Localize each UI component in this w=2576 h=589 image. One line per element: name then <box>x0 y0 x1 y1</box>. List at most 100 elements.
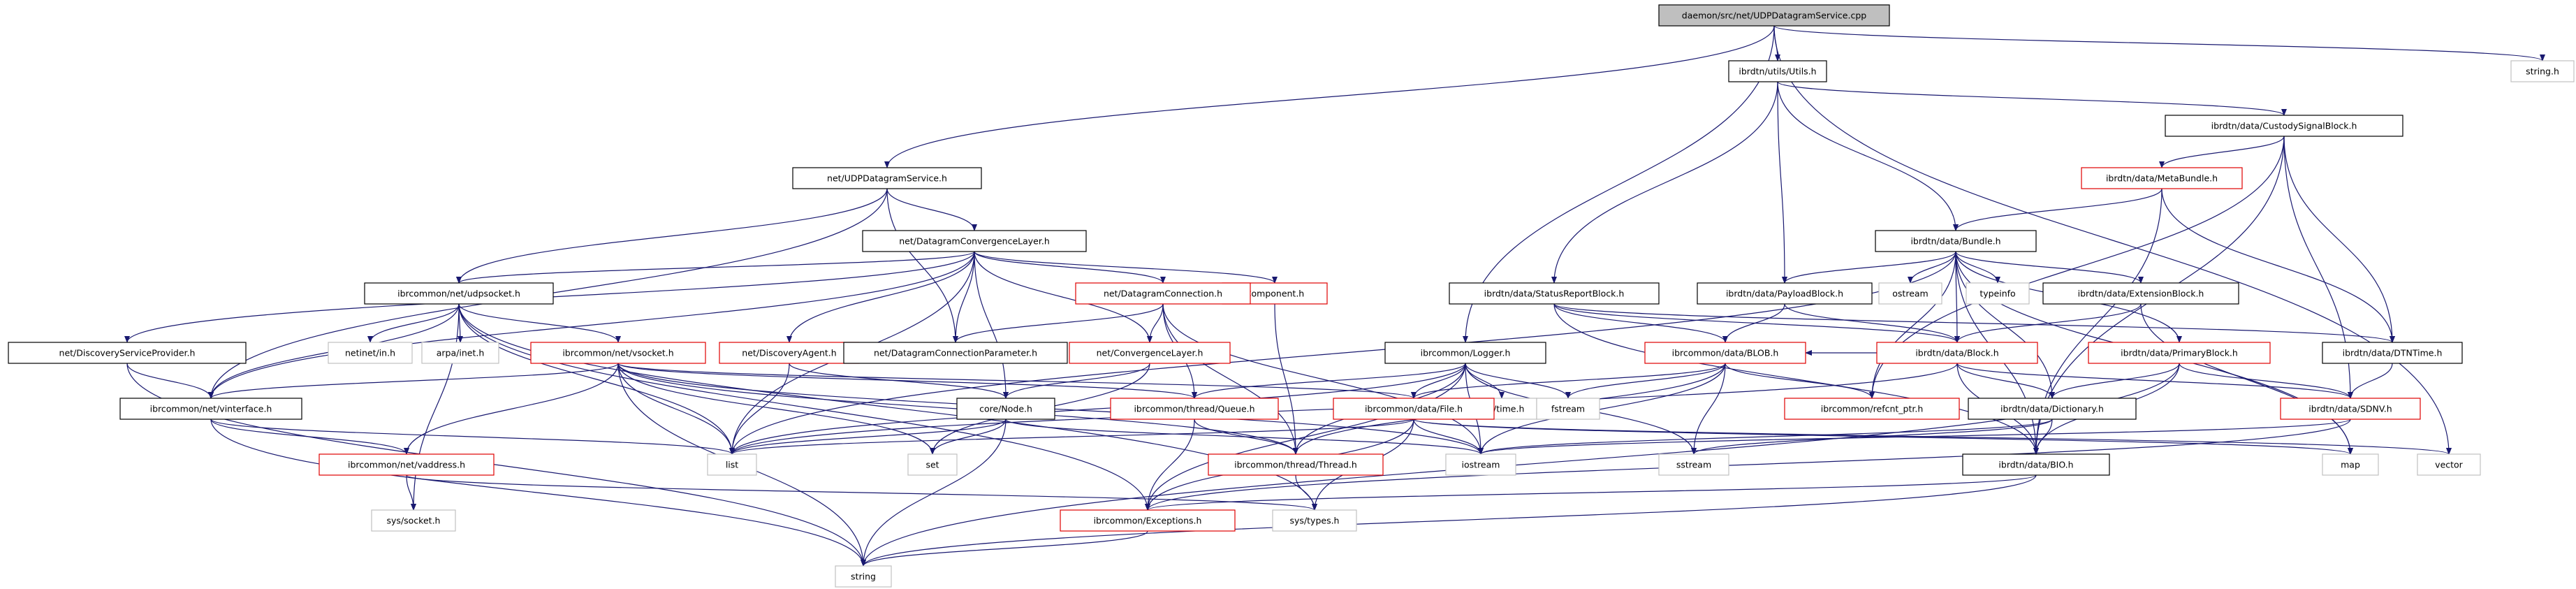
graph-node-udpsocket[interactable]: ibrcommon/net/udpsocket.h <box>364 282 554 305</box>
graph-node-discprov[interactable]: net/DiscoveryServiceProvider.h <box>8 342 247 364</box>
include-edge-statusreport-to-blob <box>1553 303 1728 343</box>
include-edge-extblock-to-block <box>1954 303 2142 343</box>
include-edge-logger-to-list <box>729 363 1466 455</box>
graph-node-convlayer[interactable]: net/ConvergenceLayer.h <box>1069 342 1231 364</box>
graph-node-sdnv[interactable]: ibrdtn/data/SDNV.h <box>2280 398 2421 420</box>
graph-node-discagent[interactable]: net/DiscoveryAgent.h <box>719 342 860 364</box>
node-box <box>2510 60 2575 82</box>
graph-node-bio[interactable]: ibrdtn/data/BIO.h <box>1962 453 2110 476</box>
node-label: ibrdtn/data/StatusReportBlock.h <box>1484 289 1625 299</box>
include-edge-file-to-map <box>1413 419 2353 455</box>
node-label: string <box>851 572 876 582</box>
node-box <box>364 282 554 305</box>
graph-node-dgcl[interactable]: net/DatagramConvergenceLayer.h <box>862 230 1087 252</box>
node-label: ibrdtn/data/PrimaryBlock.h <box>2121 348 2238 358</box>
include-edge-dictionary-to-bio <box>2033 419 2053 455</box>
node-box <box>2165 115 2403 137</box>
node-box <box>2280 398 2421 420</box>
include-edge-utils-to-bundle <box>1777 81 1959 231</box>
graph-node-primary[interactable]: ibrdtn/data/PrimaryBlock.h <box>2088 342 2271 364</box>
node-label: ibrcommon/data/BLOB.h <box>1672 348 1779 358</box>
graph-node-metabundle[interactable]: ibrdtn/data/MetaBundle.h <box>2081 167 2243 189</box>
node-label: net/DatagramConnection.h <box>1104 289 1222 299</box>
graph-node-udpds[interactable]: net/UDPDatagramService.h <box>792 167 982 189</box>
node-box <box>1075 282 1251 305</box>
graph-node-exceptions[interactable]: ibrcommon/Exceptions.h <box>1060 509 1236 532</box>
node-box <box>1069 342 1231 364</box>
include-edge-vsocket-to-set <box>617 363 935 455</box>
include-edge-primary-to-dictionary <box>2049 363 2180 399</box>
graph-node-node[interactable]: core/Node.h <box>956 398 1055 420</box>
graph-node-custody[interactable]: ibrdtn/data/CustodySignalBlock.h <box>2165 115 2403 137</box>
graph-node-statusreport[interactable]: ibrdtn/data/StatusReportBlock.h <box>1449 282 1660 305</box>
graph-node-vinterface[interactable]: ibrcommon/net/vinterface.h <box>119 398 302 420</box>
include-edge-bundle-to-refcnt <box>1869 251 1956 399</box>
node-box <box>1962 453 2110 476</box>
graph-node-thread[interactable]: ibrcommon/thread/Thread.h <box>1208 453 1384 476</box>
graph-node-dtntime[interactable]: ibrdtn/data/DTNTime.h <box>2322 342 2463 364</box>
node-label: ibrcommon/net/udpsocket.h <box>397 289 520 299</box>
include-edge-logger-to-fstream <box>1465 363 1571 399</box>
node-label: ibrdtn/data/Bundle.h <box>1910 236 2000 247</box>
graph-node-payload[interactable]: ibrdtn/data/PayloadBlock.h <box>1697 282 1873 305</box>
include-edge-blob-to-sstream <box>1691 363 1726 455</box>
graph-node-logger[interactable]: ibrcommon/Logger.h <box>1384 342 1546 364</box>
graph-node-file[interactable]: ibrcommon/data/File.h <box>1333 398 1495 420</box>
include-edge-dgcl-to-convlayer <box>974 251 1152 343</box>
node-label: ibrcommon/thread/Queue.h <box>1134 404 1254 414</box>
node-label: net/DiscoveryAgent.h <box>742 348 836 358</box>
include-edge-bundle-to-ostream <box>1908 251 1956 284</box>
node-label: ibrdtn/data/Dictionary.h <box>2000 404 2104 414</box>
include-edge-vinterface-to-string <box>210 419 866 567</box>
graph-node-stringh: string.h <box>2510 60 2575 82</box>
include-edge-convlayer-to-node <box>1003 363 1150 399</box>
include-edge-dgconn-to-iostream <box>1162 303 1484 455</box>
graph-node-vsocket[interactable]: ibrcommon/net/vsocket.h <box>530 342 706 364</box>
include-edge-node-to-string <box>861 419 1007 567</box>
node-label: map <box>2341 460 2360 470</box>
include-edge-queue-to-thread <box>1194 419 1298 455</box>
graph-node-dgcparam[interactable]: net/DatagramConnectionParameter.h <box>843 342 1068 364</box>
graph-node-set: set <box>907 453 958 476</box>
include-edge-udpsocket-to-exceptions <box>458 303 1150 511</box>
graph-node-vaddress[interactable]: ibrcommon/net/vaddress.h <box>319 453 495 476</box>
graph-node-iostream: iostream <box>1445 453 1516 476</box>
node-box <box>2081 167 2243 189</box>
node-label: set <box>925 460 939 470</box>
include-edge-root-to-udpds <box>884 25 1775 168</box>
include-edge-dgconn-to-dgcparam <box>953 303 1164 343</box>
include-edge-discagent-to-list <box>729 363 790 455</box>
include-edge-statusreport-to-bio <box>1553 303 2039 455</box>
node-label: sys/types.h <box>1290 516 1340 526</box>
graph-node-queue[interactable]: ibrcommon/thread/Queue.h <box>1110 398 1279 420</box>
include-edge-dgconn-to-convlayer <box>1147 303 1164 343</box>
node-label: ibrdtn/data/ExtensionBlock.h <box>2078 289 2204 299</box>
include-edge-utils-to-custody <box>1777 81 2287 116</box>
node-label: iostream <box>1462 460 1500 470</box>
graph-node-dictionary[interactable]: ibrdtn/data/Dictionary.h <box>1968 398 2137 420</box>
node-box <box>371 509 456 532</box>
graph-node-block[interactable]: ibrdtn/data/Block.h <box>1876 342 2038 364</box>
graph-node-bundle[interactable]: ibrdtn/data/Bundle.h <box>1875 230 2037 252</box>
node-box <box>1658 453 1729 476</box>
node-box <box>119 398 302 420</box>
node-box <box>956 398 1055 420</box>
graph-node-utils[interactable]: ibrdtn/utils/Utils.h <box>1728 60 1827 82</box>
include-edge-exceptions-to-string <box>861 530 1148 567</box>
graph-node-ostream: ostream <box>1878 282 1942 305</box>
node-label: ibrcommon/refcnt_ptr.h <box>1821 404 1924 414</box>
graph-node-refcnt[interactable]: ibrcommon/refcnt_ptr.h <box>1784 398 1960 420</box>
include-edge-logger-to-exceptions <box>1145 363 1466 511</box>
include-edge-vinterface-to-vaddress <box>210 419 409 455</box>
node-box <box>1875 230 2037 252</box>
node-box <box>2417 453 2481 476</box>
graph-node-blob[interactable]: ibrcommon/data/BLOB.h <box>1644 342 1806 364</box>
include-edge-root-to-stringh <box>1773 25 2545 61</box>
include-edge-component-to-thread <box>1274 303 1298 455</box>
node-label: string.h <box>2526 66 2559 77</box>
node-box <box>1272 509 1357 532</box>
graph-node-dgconn[interactable]: net/DatagramConnection.h <box>1075 282 1251 305</box>
graph-node-extblock[interactable]: ibrdtn/data/ExtensionBlock.h <box>2042 282 2239 305</box>
graph-node-list: list <box>707 453 757 476</box>
node-box <box>1333 398 1495 420</box>
